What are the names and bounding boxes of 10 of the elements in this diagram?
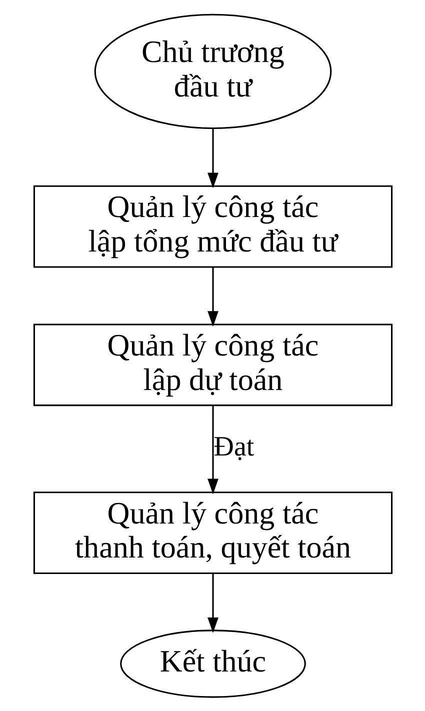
arrow (207, 267, 218, 327)
node-box: Quản lý công tác lập dự toán (32, 324, 392, 406)
node-ellipse: Chủ trương đầu tư (94, 14, 332, 130)
node-box: Quản lý công tác thanh toán, quyết toán (32, 492, 392, 574)
node-ellipse: Kết thúc (120, 630, 306, 698)
arrow (207, 573, 218, 634)
arrow (207, 128, 218, 188)
arrow (207, 406, 218, 494)
node-box: Quản lý công tác lập tổng mức đầu tư (32, 185, 392, 268)
edge-label: Đạt (213, 432, 254, 463)
